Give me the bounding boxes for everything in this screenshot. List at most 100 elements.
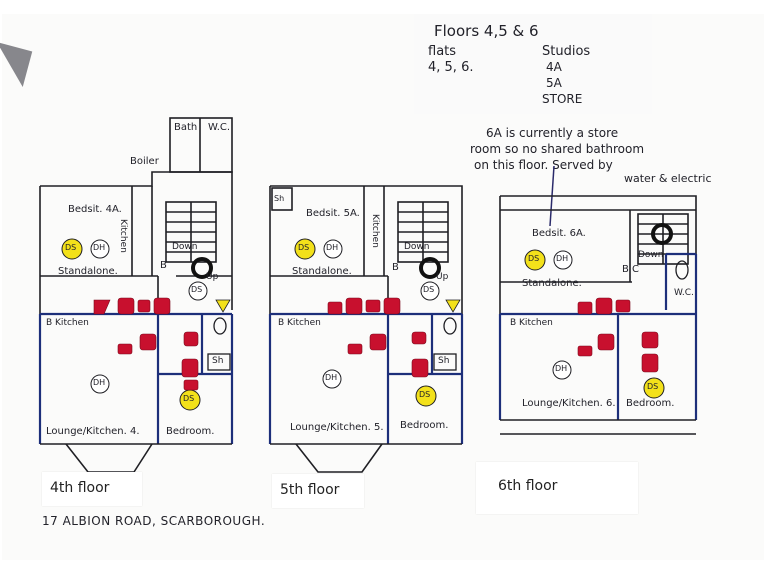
floor-4-shower — [207, 353, 231, 371]
floor-6-dh-lounge-text: DH — [555, 364, 568, 373]
studio-4a: 4A — [546, 60, 562, 74]
floor-5-down-label: Down — [404, 242, 430, 252]
floor-6-b-kitchen-label: B Kitchen — [510, 318, 553, 328]
floor-5-ds-bedroom-text: DS — [419, 390, 431, 399]
floor-6-c-label: C — [632, 264, 639, 275]
floor-4-sc-marker-5 — [181, 358, 199, 378]
floor-plan-drawing — [38, 117, 698, 473]
floor-6-dh-bedsit-text: DH — [556, 254, 569, 263]
floor-6-label-card: 6th floor — [476, 462, 638, 514]
floor-5-hp-marker — [445, 299, 461, 313]
floor-4-b-kitchen-label: B Kitchen — [46, 318, 89, 328]
studio-store: STORE — [542, 92, 583, 106]
floor-6-lounge-label: Lounge/Kitchen. 6. — [522, 398, 616, 409]
floor-5-sc-marker-1 — [345, 297, 363, 315]
floor-4-dh-lounge-text: DH — [93, 378, 106, 387]
note-line-4: water & electric — [624, 172, 712, 185]
floor-6-ds-bedsit — [524, 249, 546, 271]
floor-4-toilet — [213, 317, 227, 335]
floor-4-standalone-label: Standalone. — [58, 266, 118, 277]
floor-4-b-label: B — [160, 260, 167, 271]
floor-6-bottom — [500, 419, 696, 435]
floor-5-sh-label: Sh — [438, 356, 450, 366]
floor-6-lower-walls — [498, 252, 698, 420]
floor-6-ds-bedroom-text: DS — [647, 382, 659, 391]
floor-5-sh-top-label: Sh — [274, 194, 285, 203]
floor-5-label: 5th floor — [280, 482, 340, 498]
floor-5-hs-marker-1 — [327, 301, 343, 315]
floor-4-lower-walls — [38, 312, 234, 444]
floor-5-b-label: B — [392, 262, 399, 273]
floor-4-up-label: Up — [206, 272, 219, 282]
floor-5-hs-marker-3 — [347, 343, 363, 355]
studios-label: Studios — [542, 44, 591, 59]
floor-5-bedroom-label: Bedroom. — [400, 420, 449, 431]
floor-4-ds-bedroom-text: DS — [183, 394, 195, 403]
floor-6-hs-marker-2 — [615, 299, 631, 313]
floor-5-sc-marker-4 — [411, 358, 429, 378]
floor-6-bedsit-label: Bedsit. 6A. — [532, 228, 586, 239]
floor-6-dh-bedsit — [553, 250, 573, 270]
floor-5-sc-marker-2 — [383, 297, 401, 315]
note-line-1: 6A is currently a store — [486, 126, 619, 140]
floor-5-standalone-label: Standalone. — [292, 266, 352, 277]
floor-5-dh-lounge — [322, 369, 342, 389]
floor-4-ds-bedsit — [61, 238, 83, 260]
floor-4-bedsit-label: Bedsit. 4A. — [68, 204, 122, 215]
floor-4-dh-bedsit — [90, 239, 110, 259]
floor-4-sc-marker-3 — [139, 333, 157, 351]
floor-6-ds-bedroom — [643, 377, 665, 399]
floor-6-bedroom-label: Bedroom. — [626, 398, 675, 409]
header-title: Floors 4,5 & 6 — [434, 22, 539, 40]
floor-4-kitchen-label: Kitchen — [118, 219, 128, 253]
floor-4-label: 4th floor — [50, 480, 110, 496]
floor-4-ds-bedsit-text: DS — [65, 243, 77, 252]
floor-6-sc-marker-4 — [641, 353, 659, 373]
floor-6-label: 6th floor — [498, 478, 558, 494]
floor-6-sc-marker-2 — [597, 333, 615, 351]
floor-4-hs-marker-4 — [183, 379, 199, 391]
floor-5-ds-landing — [420, 281, 440, 301]
floor-6-sc-marker-1 — [595, 297, 613, 315]
floor-4-bedroom-label: Bedroom. — [166, 426, 215, 437]
floor-5-b-kitchen-label: B Kitchen — [278, 318, 321, 328]
floor-4-sc-marker-4 — [183, 331, 199, 347]
floor-4-flue — [191, 257, 213, 279]
note-line-3: on this floor. Served by — [474, 158, 613, 172]
floor-5-label-card: 5th floor — [272, 474, 364, 508]
address-label: 17 ALBION ROAD, SCARBOROUGH. — [42, 514, 266, 528]
floor-4-hs-marker-3 — [117, 343, 133, 355]
floor-6-wc-label: W.C. — [674, 288, 694, 298]
floor-5-toilet — [443, 317, 457, 335]
note-line-2: room so no shared bathroom — [470, 142, 645, 156]
floor-6-down-label: Down — [638, 250, 664, 260]
floor-6-flue — [651, 223, 673, 245]
floor-4-ds-landing-text: DS — [191, 285, 203, 294]
floor-5-hs-marker-4 — [411, 331, 427, 345]
floor-4-bay — [40, 443, 232, 473]
floor-4-hs-marker-2 — [137, 299, 151, 313]
floor-5-ds-bedsit — [294, 238, 316, 260]
smoke-detectors — [61, 238, 665, 411]
floor-5-hs-marker-2 — [365, 299, 381, 313]
floor-5-shower — [433, 353, 457, 371]
floor-4-ds-landing — [188, 281, 208, 301]
header-card: Floors 4,5 & 6 flats 4, 5, 6. Studios 4A… — [414, 14, 652, 114]
floor-4-bath-label: Bath — [174, 122, 198, 133]
floor-6-ds-bedsit-text: DS — [528, 254, 540, 263]
floor-5-dh-lounge-text: DH — [325, 373, 338, 382]
floor-4-lounge-label: Lounge/Kitchen. 4. — [46, 426, 140, 437]
floor-6-hs-marker-3 — [577, 345, 593, 357]
floor-5-lounge-label: Lounge/Kitchen. 5. — [290, 422, 384, 433]
floor-4-dh-bedsit-text: DH — [93, 243, 106, 252]
floor-5-bay — [270, 443, 462, 473]
floor-5-sc-marker-3 — [369, 333, 387, 351]
drawing-sheet: Floors 4,5 & 6 flats 4, 5, 6. Studios 4A… — [0, 14, 764, 560]
floor-6-b-label: B — [622, 264, 629, 275]
floor-4-hs-marker-1 — [93, 299, 111, 315]
flats-numbers: 4, 5, 6. — [428, 60, 474, 75]
floor-5-flue — [419, 257, 441, 279]
floor-5-dh-bedsit — [323, 239, 343, 259]
floor-4-sh-label: Sh — [212, 356, 224, 366]
floor-5-kitchen-label: Kitchen — [370, 214, 380, 248]
